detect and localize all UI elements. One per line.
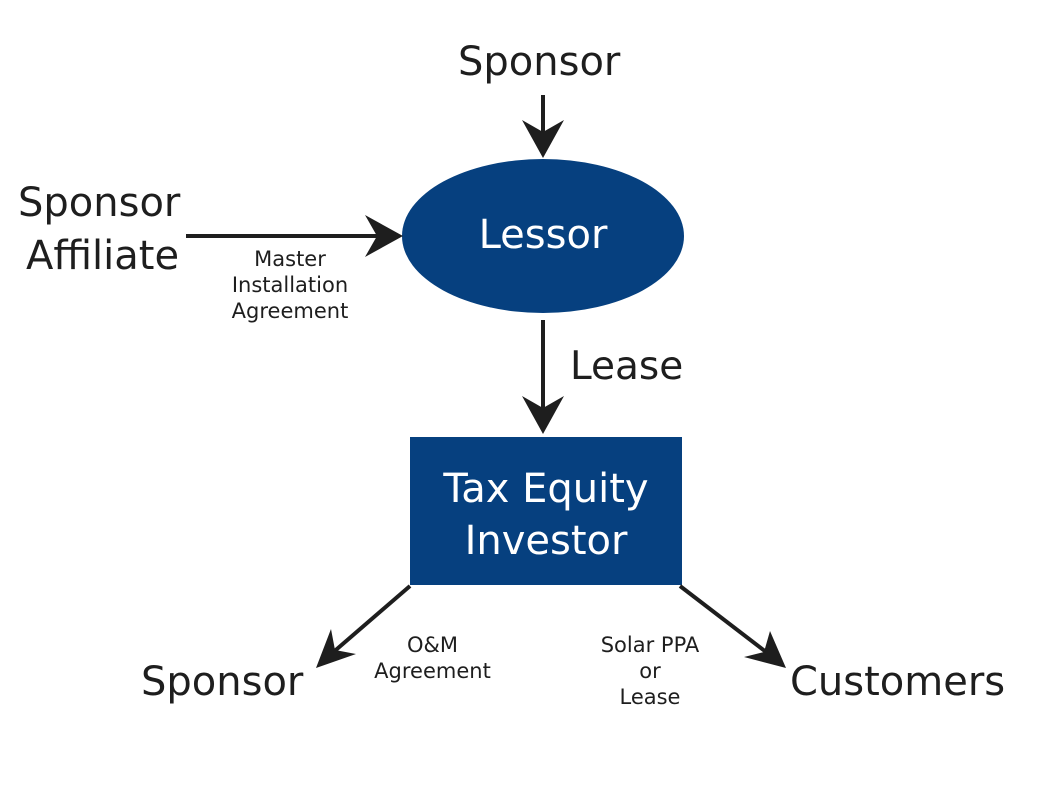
master-line3: Agreement <box>231 299 349 323</box>
lease-label: Lease <box>570 344 684 389</box>
sponsor-affiliate-line2: Affiliate <box>26 233 180 279</box>
master-line1: Master <box>254 247 326 271</box>
sponsor-affiliate-line1: Sponsor <box>18 180 181 226</box>
arrow-lessor-to-tax-equity <box>522 320 564 434</box>
sponsor-affiliate-label: Sponsor Affiliate <box>18 177 180 283</box>
arrow-tax-equity-to-customers <box>678 584 786 668</box>
om-line2: Agreement <box>374 659 491 683</box>
tax-equity-label: Tax Equity Investor <box>410 463 682 567</box>
ppa-line3: Lease <box>619 685 681 709</box>
om-line1: O&M <box>406 633 459 657</box>
customers-label: Customers <box>790 659 1006 705</box>
arrow-tax-equity-to-sponsor <box>316 584 412 668</box>
ppa-line1: Solar PPA <box>600 633 700 657</box>
tax-equity-box <box>410 437 682 585</box>
arrow-sponsor-to-lessor <box>522 95 564 158</box>
master-line2: Installation <box>231 273 349 297</box>
arrow-affiliate-to-lessor <box>186 215 403 257</box>
tax-equity-line2: Investor <box>464 518 628 564</box>
solar-ppa-or-lease-label: Solar PPA or Lease <box>575 632 725 710</box>
sponsor-top-label: Sponsor <box>458 39 621 85</box>
tax-equity-line1: Tax Equity <box>443 466 649 512</box>
sponsor-bottom-label: Sponsor <box>141 659 304 705</box>
lessor-ellipse <box>402 159 684 313</box>
master-installation-agreement-label: Master Installation Agreement <box>205 246 375 324</box>
ppa-line2: or <box>639 659 661 683</box>
lessor-label: Lessor <box>478 212 608 258</box>
om-agreement-label: O&M Agreement <box>355 632 510 684</box>
